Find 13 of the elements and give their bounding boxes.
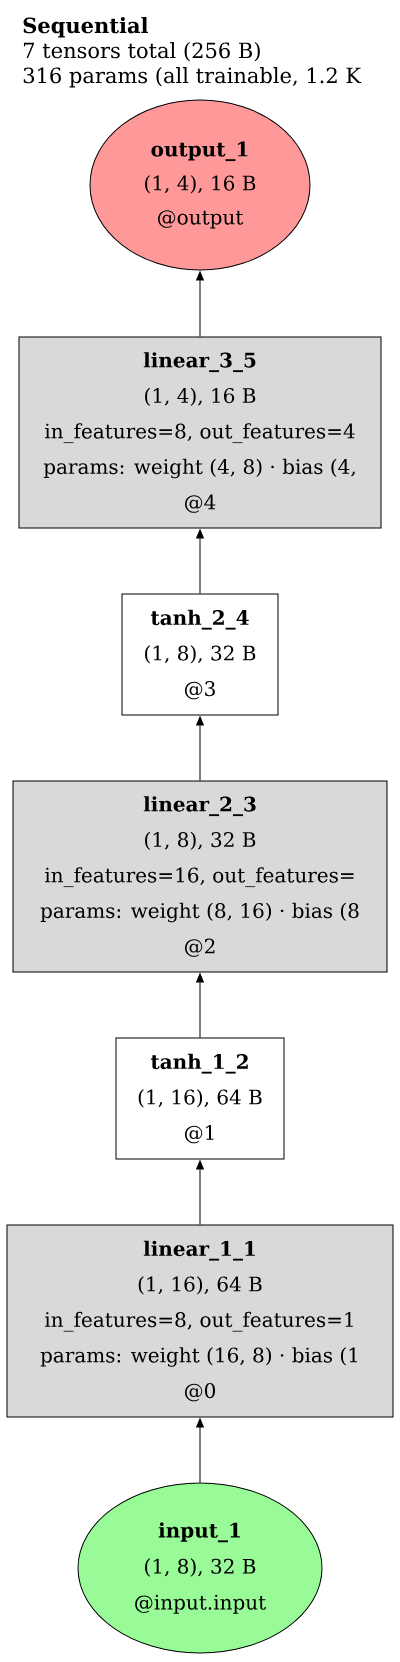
arrow (196, 716, 204, 781)
layer-box: tanh_1_2 (1, 16), 64 B @1 (115, 1037, 285, 1160)
layer-box: linear_3_5 (1, 4), 16 B in_features=8, out_features=4 params: weight (4, 8) · bias (4, @4 (18, 336, 382, 529)
arrow (196, 529, 204, 594)
summary-text: 7 tensors total (256 B) (23, 42, 260, 62)
arrow (196, 1160, 204, 1225)
arrow (196, 271, 204, 337)
diagram-title: Sequential (23, 17, 148, 38)
arrow (196, 1418, 204, 1483)
layer-box: linear_1_1 (1, 16), 64 B in_features=8, out_features=1 params: weight (16, 8) · bias (1 @0 (6, 1224, 394, 1418)
layer-box: linear_2_3 (1, 8), 32 B in_features=16, out_features= params: weight (8, 16) · bias (8 @2 (12, 780, 388, 973)
arrow (196, 973, 204, 1038)
layer-box: tanh_2_4 (1, 8), 32 B @3 (121, 593, 279, 716)
